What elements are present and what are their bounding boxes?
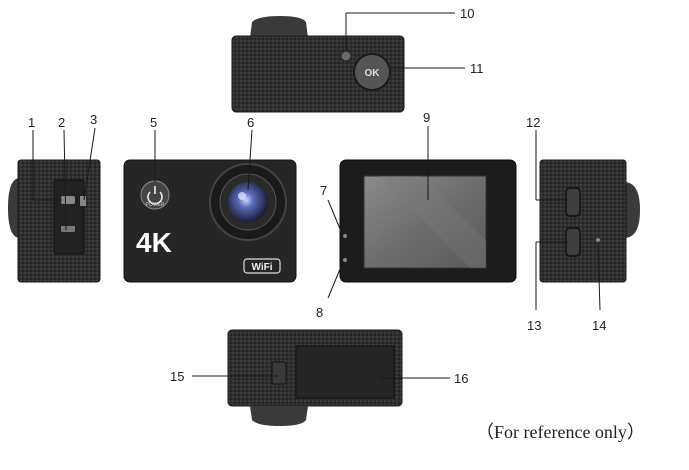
label-12: 12 [526,115,540,130]
label-7: 7 [320,183,327,198]
label-10: 10 [460,6,474,21]
left-side-view: 1 2 3 [8,112,101,283]
label-14: 14 [592,318,606,333]
power-icon [147,191,163,205]
power-label: POWER [146,202,165,208]
label-1: 1 [28,115,35,130]
label-16: 16 [454,371,468,386]
up-button [565,187,581,217]
right-body [539,159,627,283]
bottom-view: 15 16 [170,329,468,426]
lcd-screen [363,175,487,269]
right-mount-knob [624,182,640,238]
leader-6 [247,129,253,191]
label-3: 3 [90,112,97,127]
label-9: 9 [423,110,430,125]
hdmi-port [61,226,75,232]
leader-3 [83,127,96,201]
back-view: 7 8 9 [316,110,517,320]
wifi-label: WiFi [251,262,272,273]
micro-usb-port [61,196,75,204]
wifi-badge [243,258,281,274]
reference-caption: （For reference only） [476,422,645,442]
ok-button-label: OK [365,68,381,79]
microphone-hole [596,238,600,242]
top-view: OK 10 11 [231,6,484,113]
front-view: POWER 4K WiFi 5 6 [123,115,297,283]
label-15: 15 [170,369,184,384]
label-13: 13 [527,318,541,333]
down-button [565,227,581,257]
bottom-mount-knob [250,406,308,426]
lens-glass [228,182,268,222]
top-body [231,35,405,113]
battery-latch [271,361,287,385]
battery-door [295,345,395,399]
label-5: 5 [150,115,157,130]
label-6: 6 [247,115,254,130]
leader-2 [63,129,67,231]
leader-7 [327,199,344,237]
ok-button [353,53,391,91]
left-mount-knob [8,178,20,238]
sd-card-slot [80,196,86,206]
label-11: 11 [470,61,484,76]
side-port-panel [53,179,85,255]
indicator-light [340,50,352,62]
status-led-bottom [343,258,347,262]
status-led-top [343,234,347,238]
right-side-view: 12 13 14 [526,115,640,333]
label-8: 8 [316,305,323,320]
leader-8 [327,261,344,299]
label-2: 2 [58,115,65,130]
leader-14 [597,243,601,311]
top-mount-knob [250,16,308,38]
badge-4k: 4K [136,227,172,258]
